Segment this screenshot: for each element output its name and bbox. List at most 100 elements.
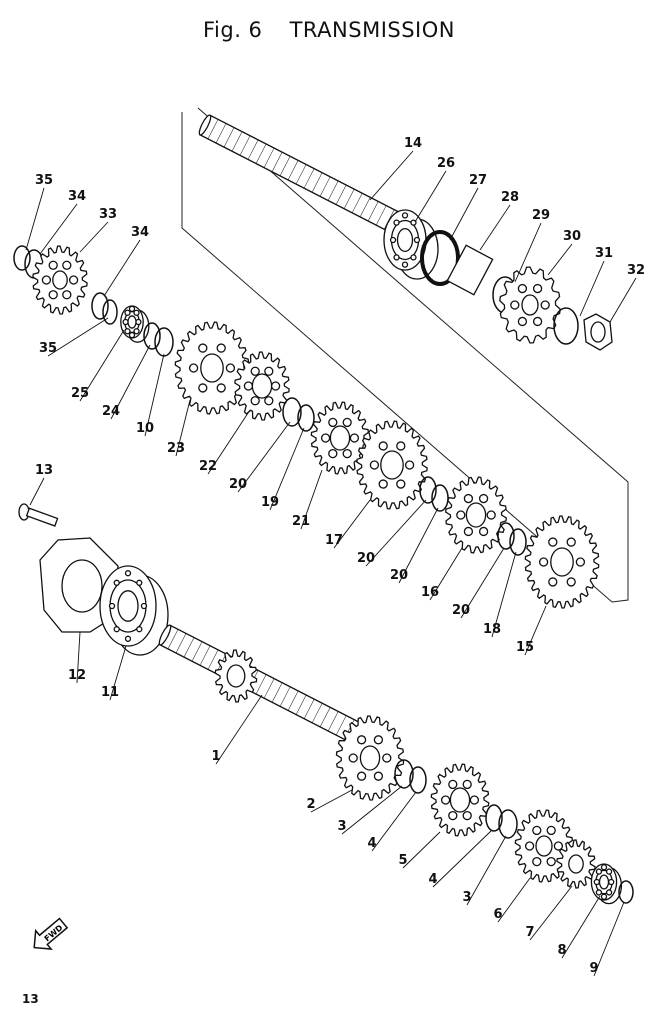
oil-seal-27 — [420, 230, 460, 286]
leader-line — [310, 789, 353, 813]
callout-32: 32 — [627, 263, 645, 278]
callout-6: 6 — [493, 907, 502, 922]
leader-line — [414, 170, 447, 223]
leader-line — [333, 499, 371, 549]
nut-32 — [583, 313, 613, 351]
leader-line — [110, 344, 151, 420]
gear-23 — [174, 321, 250, 415]
screw-13 — [18, 503, 59, 527]
leader-line — [175, 399, 191, 457]
leader-line — [561, 895, 601, 959]
leader-line — [432, 829, 493, 888]
leader-line — [29, 477, 45, 506]
figure-title-text: TRANSMISSION — [289, 18, 455, 42]
leader-line — [466, 835, 507, 906]
gear-7 — [556, 839, 596, 889]
washer-10 — [154, 327, 174, 357]
circlip-18 — [509, 528, 527, 556]
callout-31: 31 — [595, 246, 613, 261]
callout-29: 29 — [532, 208, 550, 223]
callout-9: 9 — [589, 961, 598, 976]
leader-line — [514, 222, 542, 283]
washer-20b — [419, 476, 437, 504]
lock-washer-31 — [553, 307, 579, 345]
bearing-retainer-plate-12 — [39, 537, 119, 633]
leader-line — [369, 150, 414, 201]
leader-line — [449, 187, 479, 241]
leader-line — [429, 547, 463, 601]
gear-2 — [335, 715, 405, 801]
gear-1-integral — [214, 649, 258, 703]
callout-8: 8 — [557, 943, 566, 958]
main-axle-shaft — [198, 114, 406, 236]
page-number: 13 — [22, 992, 39, 1006]
bearing-25 — [120, 305, 150, 343]
callout-35: 35 — [39, 341, 57, 356]
leader-line — [76, 631, 81, 684]
callout-16: 16 — [421, 585, 439, 600]
washer-20a — [282, 397, 302, 427]
callout-17: 17 — [325, 533, 343, 548]
callout-33: 33 — [99, 207, 117, 222]
gear-16 — [445, 476, 507, 554]
callout-23: 23 — [167, 441, 185, 456]
circlip-9 — [618, 880, 634, 904]
leader-line — [144, 353, 165, 437]
leader-line — [237, 421, 291, 493]
leader-line — [371, 791, 417, 852]
callout-12: 12 — [68, 668, 86, 683]
gear-5 — [430, 763, 490, 837]
callout-20: 20 — [452, 603, 470, 618]
drive-axle-1 — [158, 624, 366, 746]
callout-18: 18 — [483, 622, 501, 637]
circlip-24 — [143, 322, 161, 350]
leader-line — [460, 547, 505, 619]
leader-line — [529, 885, 573, 941]
callout-11: 11 — [101, 685, 119, 700]
leader-line — [398, 507, 439, 584]
leader-line — [103, 239, 141, 297]
gear-15 — [524, 515, 600, 609]
bushing-8 — [590, 863, 623, 905]
callout-2: 2 — [306, 797, 315, 812]
callout-28: 28 — [501, 190, 519, 205]
callout-4: 4 — [367, 836, 376, 851]
gear-33 — [32, 245, 88, 315]
callout-15: 15 — [516, 640, 534, 655]
spacer-28 — [446, 244, 494, 296]
callout-21: 21 — [292, 514, 310, 529]
leader-line — [479, 204, 511, 251]
circlip-35a — [13, 245, 31, 271]
callout-14: 14 — [404, 136, 422, 151]
callout-27: 27 — [469, 173, 487, 188]
leader-line — [547, 243, 573, 276]
gear-21 — [310, 401, 370, 475]
gear-22 — [234, 351, 290, 421]
leader-line — [109, 645, 127, 701]
bearing-26 — [383, 209, 439, 280]
leader-line — [341, 785, 403, 835]
washer-3b — [498, 809, 518, 839]
callout-22: 22 — [199, 459, 217, 474]
leader-line — [402, 831, 441, 869]
callout-10: 10 — [136, 421, 154, 436]
washer-20c — [431, 484, 449, 512]
leader-line — [491, 551, 517, 638]
callout-3: 3 — [462, 890, 471, 905]
leader-line — [497, 877, 531, 923]
circlip-19 — [297, 404, 315, 432]
callout-13: 13 — [35, 463, 53, 478]
callout-34: 34 — [131, 225, 149, 240]
callout-3: 3 — [337, 819, 346, 834]
figure-title: Fig. 6 TRANSMISSION — [0, 18, 658, 42]
leader-line — [47, 317, 109, 357]
callout-20: 20 — [229, 477, 247, 492]
callout-24: 24 — [102, 404, 120, 419]
washer-34b — [91, 292, 109, 320]
leader-line — [524, 605, 547, 656]
leader-line — [579, 260, 605, 317]
leader-line — [39, 203, 78, 255]
bearing-11 — [99, 565, 169, 656]
assembly-bounding-frame — [181, 107, 629, 603]
washer-20d — [497, 522, 515, 550]
